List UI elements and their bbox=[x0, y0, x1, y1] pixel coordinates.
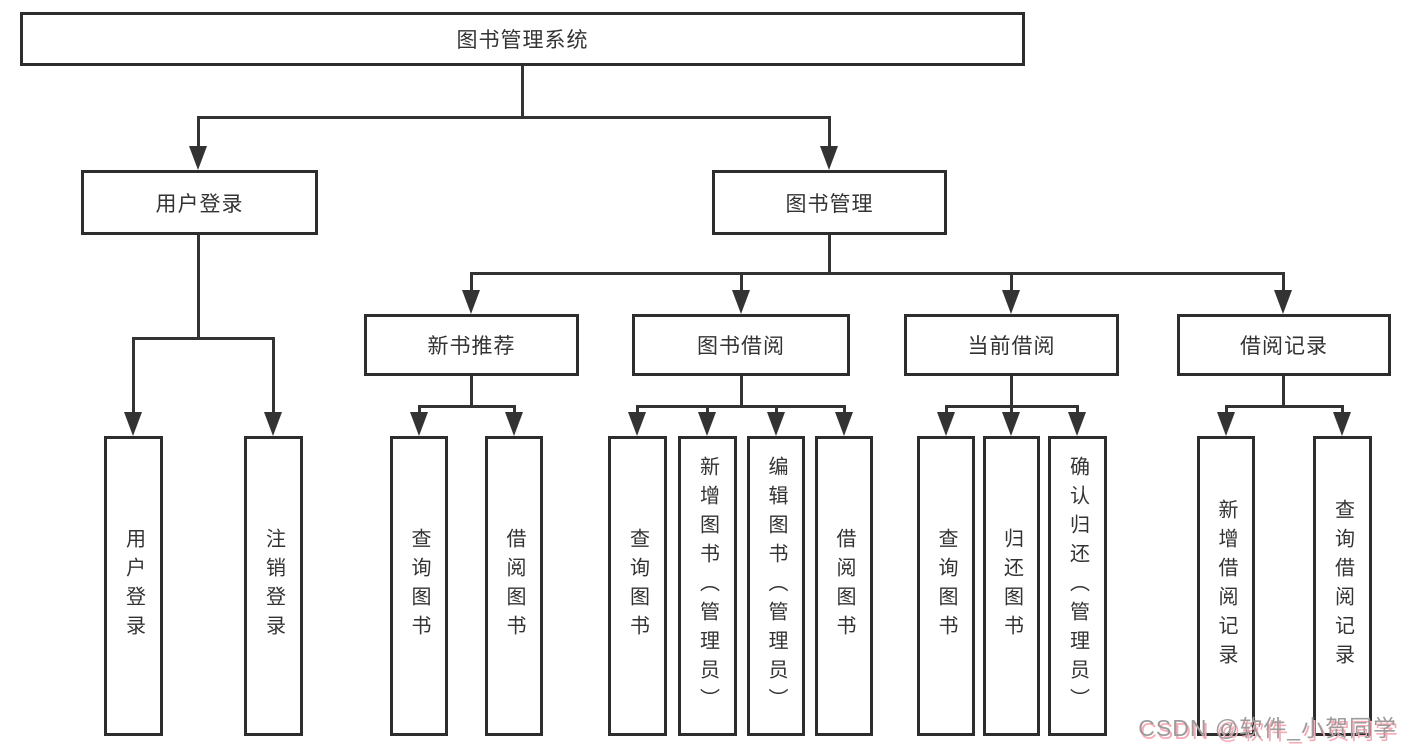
node-label: 查询图书 bbox=[408, 528, 430, 644]
node-label: 查询图书 bbox=[626, 528, 649, 644]
connector-line bbox=[740, 272, 743, 294]
node-label: 图书借阅 bbox=[697, 335, 785, 358]
connector-line bbox=[521, 66, 524, 118]
connector-line bbox=[828, 235, 831, 274]
node-label: 用户登录 bbox=[155, 192, 244, 216]
arrowhead-down-icon bbox=[410, 412, 428, 436]
node-label: 确认归还（管理员） bbox=[1066, 455, 1089, 717]
node-label: 查询图书 bbox=[935, 528, 957, 644]
connector-line bbox=[1225, 405, 1228, 417]
connector-line bbox=[636, 405, 846, 408]
connector-line bbox=[272, 337, 275, 417]
arrowhead-down-icon bbox=[767, 412, 785, 436]
connector-line bbox=[828, 116, 831, 152]
arrowhead-down-icon bbox=[264, 412, 282, 436]
node-label: 图书管理系统 bbox=[456, 29, 589, 52]
connector-line bbox=[132, 337, 135, 417]
connector-line bbox=[775, 405, 778, 417]
node-label: 借阅图书 bbox=[833, 528, 855, 644]
watermark: CSDN @软件_小贺同学 bbox=[1138, 715, 1397, 741]
connector-line bbox=[636, 405, 639, 417]
node-book-borrow: 图书借阅 bbox=[632, 314, 850, 376]
arrowhead-down-icon bbox=[628, 412, 646, 436]
connector-line bbox=[197, 116, 200, 152]
leaf-query-books-2: 查询图书 bbox=[608, 436, 667, 736]
connector-line bbox=[1341, 405, 1344, 417]
arrowhead-down-icon bbox=[505, 412, 523, 436]
arrowhead-down-icon bbox=[189, 146, 207, 170]
connector-line bbox=[1076, 405, 1079, 417]
leaf-return-books: 归还图书 bbox=[983, 436, 1040, 736]
node-label: 编辑图书（管理员） bbox=[765, 455, 787, 717]
connector-line bbox=[1282, 272, 1285, 294]
leaf-add-books-admin: 新增图书（管理员） bbox=[678, 436, 737, 736]
arrowhead-down-icon bbox=[835, 412, 853, 436]
arrowhead-down-icon bbox=[1217, 412, 1235, 436]
connector-line bbox=[1225, 405, 1344, 408]
leaf-borrow-books-2: 借阅图书 bbox=[815, 436, 873, 736]
node-borrow-records: 借阅记录 bbox=[1177, 314, 1391, 376]
leaf-logout: 注销登录 bbox=[244, 436, 303, 736]
leaf-query-borrow-record: 查询借阅记录 bbox=[1313, 436, 1372, 736]
arrowhead-down-icon bbox=[1002, 290, 1020, 314]
connector-line bbox=[945, 405, 948, 417]
connector-line bbox=[132, 337, 275, 340]
node-label: 新增图书（管理员） bbox=[696, 455, 719, 717]
arrowhead-down-icon bbox=[1068, 412, 1086, 436]
leaf-user-login: 用户登录 bbox=[104, 436, 163, 736]
arrowhead-down-icon bbox=[1333, 412, 1351, 436]
node-user-login: 用户登录 bbox=[81, 170, 318, 235]
arrowhead-down-icon bbox=[820, 146, 838, 170]
arrowhead-down-icon bbox=[462, 290, 480, 314]
arrowhead-down-icon bbox=[698, 412, 716, 436]
node-new-book-recommend: 新书推荐 bbox=[364, 314, 579, 376]
arrowhead-down-icon bbox=[732, 290, 750, 314]
connector-line bbox=[1010, 405, 1013, 417]
connector-line bbox=[470, 272, 473, 294]
node-book-management: 图书管理 bbox=[712, 170, 947, 235]
connector-line bbox=[706, 405, 709, 417]
arrowhead-down-icon bbox=[1002, 412, 1020, 436]
node-label: 新增借阅记录 bbox=[1215, 499, 1237, 673]
leaf-confirm-return-admin: 确认归还（管理员） bbox=[1048, 436, 1107, 736]
leaf-edit-books-admin: 编辑图书（管理员） bbox=[747, 436, 805, 736]
node-label: 当前借阅 bbox=[967, 335, 1056, 358]
node-label: 注销登录 bbox=[262, 528, 285, 644]
leaf-query-books-1: 查询图书 bbox=[390, 436, 448, 736]
node-label: 用户登录 bbox=[122, 528, 145, 644]
arrowhead-down-icon bbox=[937, 412, 955, 436]
connector-line bbox=[418, 405, 421, 417]
leaf-add-borrow-record: 新增借阅记录 bbox=[1197, 436, 1255, 736]
connector-line bbox=[470, 376, 473, 407]
node-label: 查询借阅记录 bbox=[1331, 499, 1354, 673]
connector-line bbox=[1282, 376, 1285, 407]
leaf-borrow-books-1: 借阅图书 bbox=[485, 436, 543, 736]
node-label: 图书管理 bbox=[785, 192, 874, 216]
node-current-borrow: 当前借阅 bbox=[904, 314, 1119, 376]
node-label: 归还图书 bbox=[1000, 528, 1023, 644]
connector-line bbox=[513, 405, 516, 417]
node-label: 借阅图书 bbox=[503, 528, 525, 644]
connector-line bbox=[197, 116, 830, 119]
connector-line bbox=[843, 405, 846, 417]
connector-line bbox=[418, 405, 516, 408]
arrowhead-down-icon bbox=[124, 412, 142, 436]
connector-line bbox=[1010, 272, 1013, 294]
leaf-query-books-3: 查询图书 bbox=[917, 436, 975, 736]
node-label: 新书推荐 bbox=[427, 335, 516, 358]
node-label: 借阅记录 bbox=[1240, 335, 1328, 358]
connector-line bbox=[197, 235, 200, 339]
connector-line bbox=[1010, 376, 1013, 407]
connector-line bbox=[470, 272, 1284, 275]
arrowhead-down-icon bbox=[1274, 290, 1292, 314]
node-root: 图书管理系统 bbox=[20, 12, 1025, 66]
connector-line bbox=[740, 376, 743, 407]
